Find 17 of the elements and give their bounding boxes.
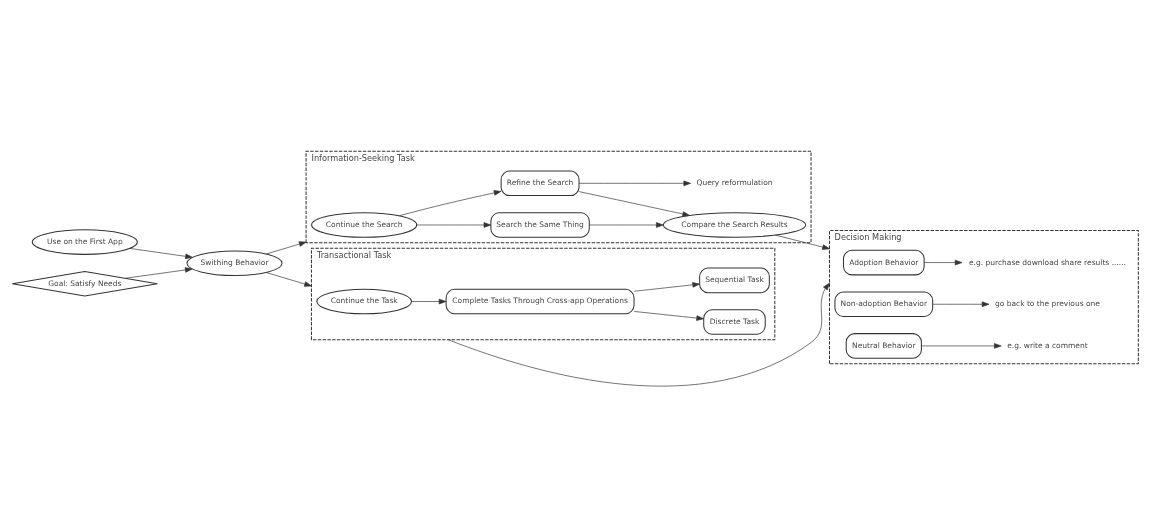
arrow [416,221,492,228]
arrow [265,271,312,287]
arrow [129,247,193,259]
arrow [448,282,830,386]
arrow [411,298,447,304]
arrow [633,281,700,292]
arrow [398,189,502,216]
arrow [923,259,963,265]
arrow [775,234,830,250]
arrow [578,190,690,217]
arrow [124,266,193,279]
arrow [633,310,704,321]
arrow [921,342,1002,349]
arrow [578,180,691,186]
arrow [932,301,990,307]
arrow [265,240,307,254]
arrow [589,221,664,228]
